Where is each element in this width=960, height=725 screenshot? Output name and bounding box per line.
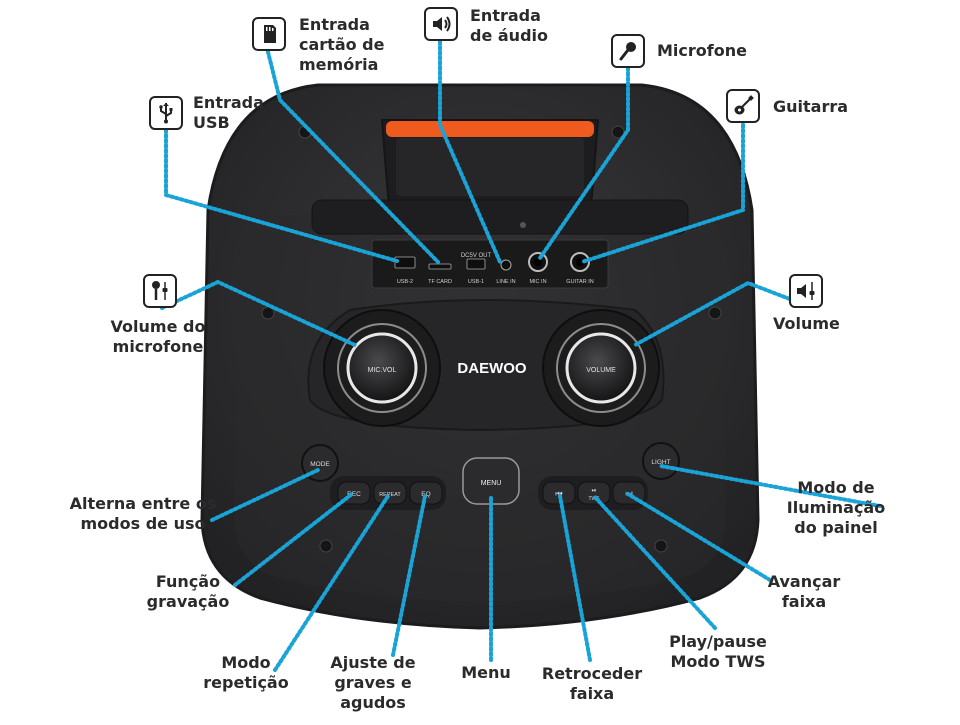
leader-tf-card bbox=[266, 50, 440, 264]
leader-mic-volume bbox=[160, 279, 357, 347]
eq-button[interactable]: EQ bbox=[409, 481, 443, 505]
microphone-icon bbox=[611, 34, 645, 68]
play-pause-tws-button[interactable]: ⏯ TWS bbox=[577, 481, 611, 505]
label-funcao-gravacao: Função gravação bbox=[146, 572, 230, 611]
brand-logo: DAEWOO bbox=[457, 360, 526, 377]
speaker-icon bbox=[424, 7, 458, 41]
handle-accent bbox=[386, 121, 594, 137]
leader-rec bbox=[233, 492, 354, 587]
leader-line-in bbox=[438, 40, 502, 264]
menu-button-label: MENU bbox=[481, 480, 502, 487]
repeat-button-label: REPEAT bbox=[379, 492, 401, 498]
label-ajuste-graves: Ajuste de graves e agudos bbox=[330, 653, 416, 712]
mode-button-label: MODE bbox=[310, 461, 330, 468]
leader-next bbox=[626, 492, 772, 582]
label-entrada-usb: Entrada USB bbox=[193, 93, 264, 132]
label-retroceder-faixa: Retroceder faixa bbox=[541, 664, 643, 703]
leader-guitar-in bbox=[580, 118, 745, 264]
label-entrada-cartao: Entrada cartão de memória bbox=[299, 15, 385, 74]
usb-2-port[interactable] bbox=[394, 256, 416, 269]
repeat-button[interactable]: REPEAT bbox=[373, 481, 407, 505]
leader-light bbox=[659, 464, 882, 508]
label-volume: Volume bbox=[773, 314, 840, 333]
label-guitarra: Guitarra bbox=[773, 97, 849, 116]
port-label-usb-1: USB-1 bbox=[468, 279, 484, 285]
leader-lines bbox=[160, 40, 882, 672]
label-alterna-modos: Alterna entre os modos de uso bbox=[69, 494, 217, 533]
mic-volume-knob-label: MIC.VOL bbox=[368, 367, 397, 374]
leader-mic-in bbox=[538, 66, 630, 260]
leader-repeat bbox=[273, 494, 390, 672]
port-label-line-in: LINE IN bbox=[496, 279, 515, 285]
light-button-label: LIGHT bbox=[651, 459, 670, 466]
usb-1-port[interactable] bbox=[466, 258, 486, 270]
rec-button-label: REC bbox=[347, 491, 361, 498]
label-menu: Menu bbox=[461, 663, 511, 682]
port-header: DC5V OUT bbox=[461, 253, 492, 259]
label-modo-iluminacao: Modo de Iluminação do painel bbox=[786, 478, 886, 537]
label-avancar-faixa: Avançar faixa bbox=[767, 572, 841, 611]
port-label-tf-card: TF CARD bbox=[428, 279, 452, 285]
previous-icon: ⏮ bbox=[555, 489, 562, 498]
line-in-jack[interactable] bbox=[500, 259, 512, 271]
volume-knob-label: VOLUME bbox=[586, 367, 616, 374]
volume-knob[interactable]: VOLUME bbox=[542, 309, 660, 427]
microphone-volume-icon bbox=[143, 274, 177, 308]
label-entrada-audio: Entrada de áudio bbox=[470, 6, 548, 45]
port-label-mic-in: MIC IN bbox=[529, 279, 546, 285]
label-microfone: Microfone bbox=[657, 41, 747, 60]
play-pause-icon: ⏯ bbox=[592, 488, 597, 494]
label-modo-repeticao: Modo repetição bbox=[203, 653, 289, 692]
usb-icon bbox=[149, 96, 183, 130]
mic-volume-knob[interactable]: MIC.VOL bbox=[323, 309, 441, 427]
port-label-guitar-in: GUITAR IN bbox=[566, 279, 593, 285]
sd-card-icon bbox=[252, 17, 286, 51]
light-button[interactable]: LIGHT bbox=[642, 442, 680, 480]
label-volume-microfone: Volume do microfone bbox=[110, 317, 206, 356]
guitar-icon bbox=[726, 89, 760, 123]
tf-card-slot[interactable] bbox=[428, 263, 452, 270]
speaker-volume-icon bbox=[789, 274, 823, 308]
label-play-pause: Play/pause Modo TWS bbox=[669, 632, 767, 671]
leader-usb bbox=[164, 128, 399, 263]
leader-eq bbox=[391, 494, 427, 657]
leader-mode bbox=[210, 468, 320, 522]
leader-previous bbox=[558, 494, 592, 662]
leader-play-pause bbox=[592, 494, 717, 630]
previous-track-button[interactable]: ⏮ bbox=[542, 481, 576, 505]
port-label-usb-2: USB-2 bbox=[397, 279, 413, 285]
leader-volume bbox=[633, 280, 810, 347]
